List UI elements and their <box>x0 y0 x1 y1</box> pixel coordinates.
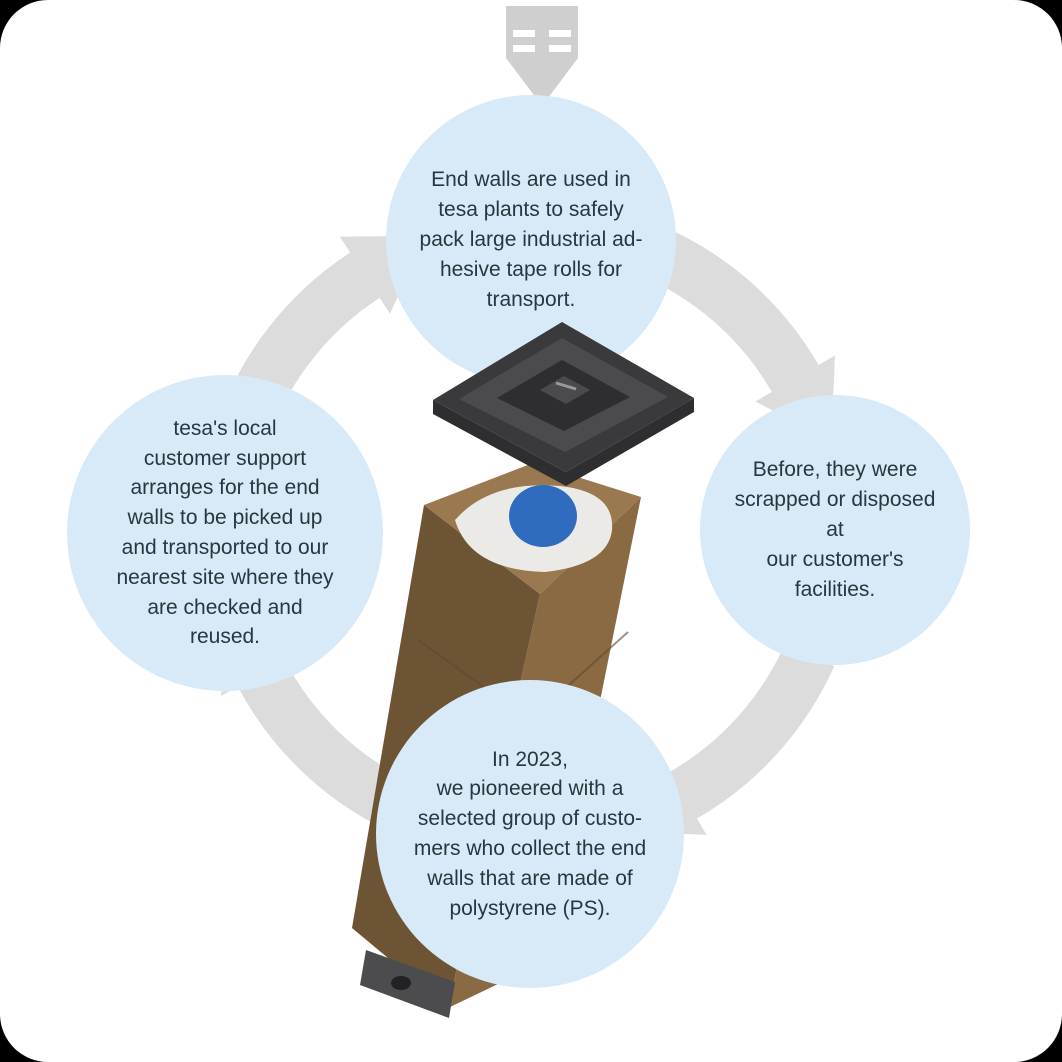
down-pointer-icon <box>506 6 578 106</box>
polystyrene-end-wall-illustration <box>455 485 613 572</box>
lid-right-edge <box>566 398 694 486</box>
pointer-slit <box>549 30 571 37</box>
bubble-top-text: End walls are used in tesa plants to saf… <box>419 168 643 311</box>
pointer-slit <box>549 45 571 52</box>
lid-front-edge <box>433 400 566 486</box>
bubble-bottom: In 2023, we pioneered with a selected gr… <box>376 680 684 988</box>
bubble-bottom-text: In 2023, we pioneered with a selected gr… <box>413 747 647 920</box>
bubble-left-text: tesa's local customer support arranges f… <box>116 416 334 649</box>
tape-roll-core-illustration <box>509 485 577 547</box>
bubble-right-text: Before, they were scrapped or disposed a… <box>734 458 936 601</box>
lid-center-mark <box>555 381 577 391</box>
bubble-left: tesa's local customer support arranges f… <box>67 375 383 691</box>
cycle-arrow-right-bottom-icon <box>669 643 835 819</box>
bubble-right: Before, they were scrapped or disposed a… <box>700 395 970 665</box>
bottom-end-wall-hole <box>391 976 411 990</box>
cycle-arrow-bottom-left-icon <box>237 661 406 827</box>
pointer-slit <box>513 45 535 52</box>
box-top-rim <box>424 463 641 594</box>
pointer-slit <box>513 30 535 37</box>
bubble-top: End walls are used in tesa plants to saf… <box>386 95 676 385</box>
